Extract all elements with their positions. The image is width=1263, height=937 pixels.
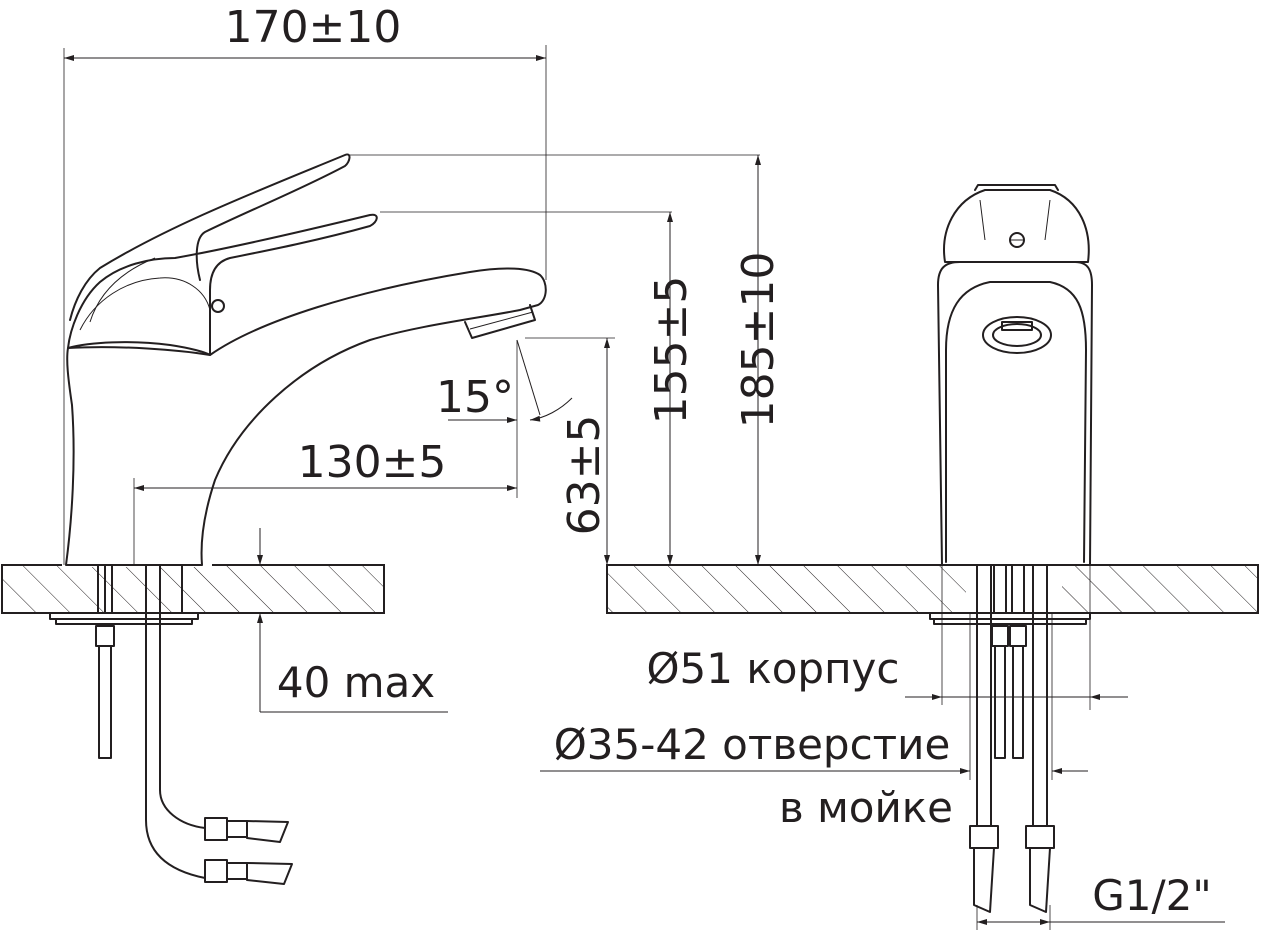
hole-diameter-label-line2: в мойке xyxy=(779,783,953,832)
spout-height-label: 63±5 xyxy=(559,415,610,536)
countertop-max-label: 40 max xyxy=(277,658,435,707)
countertop-left xyxy=(1,563,385,614)
lever-height-label: 155±5 xyxy=(646,276,697,425)
spout-angle-label: 15° xyxy=(436,372,514,423)
spout-reach-label: 130±5 xyxy=(298,437,447,488)
body-diameter-label: Ø51 корпус xyxy=(647,644,900,693)
max-lever-height-label: 185±10 xyxy=(733,252,784,429)
overall-length-label: 170±10 xyxy=(225,2,402,53)
hole-diameter-label-line1: Ø35-42 отверстие xyxy=(554,720,951,769)
faucet-side-view xyxy=(49,153,547,885)
faucet-front-view xyxy=(929,184,1093,913)
dimension-lines xyxy=(63,45,1225,930)
countertop-right xyxy=(606,563,1259,615)
connection-thread-label: G1/2" xyxy=(1092,871,1211,920)
